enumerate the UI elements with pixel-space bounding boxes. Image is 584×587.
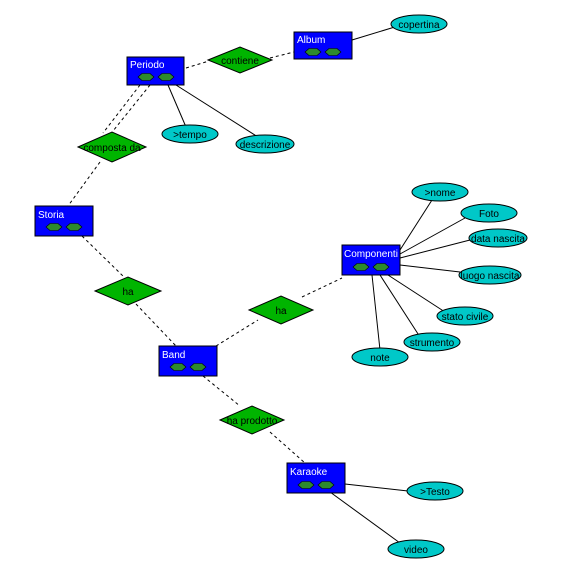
link-band-haprodotto [202,375,241,407]
attribute-tempo-label: >tempo [173,130,207,141]
entity-periodo-label: Periodo [130,60,165,71]
entity-album-label: Album [297,35,325,46]
relationship-composta-da[interactable]: composta da [76,131,148,163]
attribute-video[interactable]: video [387,539,445,559]
link-componenti-nome [399,199,433,251]
attribute-data-nascita[interactable]: data nascita [468,228,528,248]
link-ha2-componenti [301,277,343,298]
entity-album[interactable]: Album [293,31,353,60]
relationship-contiene[interactable]: contiene [206,46,274,74]
key-icon [317,481,335,489]
link-album-copertina [351,25,399,41]
link-periodo-contiene [185,60,210,69]
link-componenti-datanascita [399,239,471,259]
link-storia-ha [81,235,126,279]
attribute-luogo-nascita[interactable]: luogo nascita [458,265,522,285]
key-icon [304,48,322,56]
attribute-video-label: video [404,545,428,556]
relationship-ha-prodotto-label: ha prodotto [227,416,278,427]
entity-componenti[interactable]: Componenti [341,244,401,276]
key-icon [45,223,63,231]
attribute-foto[interactable]: Foto [460,203,518,223]
attribute-luogo-nascita-label: luogo nascita [461,271,520,282]
entity-periodo[interactable]: Periodo [126,56,185,86]
attribute-strumento-label: strumento [410,338,455,349]
attribute-descrizione-label: descrizione [240,140,291,151]
relationship-ha-componenti-label: ha [275,306,287,317]
entity-karaoke[interactable]: Karaoke [286,462,346,494]
attribute-note-label: note [370,353,390,364]
link-periodo-composta [112,84,151,132]
link-periodo-tempo [167,84,187,128]
attribute-note[interactable]: note [351,347,409,367]
attribute-foto-label: Foto [479,209,499,220]
attribute-descrizione[interactable]: descrizione [235,134,295,154]
relationship-ha-storia[interactable]: ha [93,276,163,306]
attribute-tempo[interactable]: >tempo [161,124,219,144]
key-icon [324,48,342,56]
key-icon [157,73,175,81]
relationship-composta-da-label: composta da [83,143,141,154]
link-componenti-statocivile [387,274,446,313]
link-ha-band [135,303,177,347]
link-componenti-foto [399,217,466,255]
link-composta-storia [67,161,101,207]
link-componenti-strumento [379,274,421,338]
key-icon [189,363,207,371]
entity-componenti-label: Componenti [344,249,398,260]
attribute-stato-civile[interactable]: stato civile [436,306,494,326]
key-icon [352,263,370,271]
attribute-nome[interactable]: >nome [411,182,469,202]
link-contiene-album [269,51,295,59]
link-band-ha2 [215,319,259,347]
key-icon [297,481,315,489]
entity-karaoke-label: Karaoke [290,467,328,478]
entity-band[interactable]: Band [158,345,218,377]
link-karaoke-testo [344,483,409,492]
attribute-copertina[interactable]: copertina [390,14,448,34]
relationship-ha-storia-label: ha [122,287,134,298]
attribute-nome-label: >nome [425,188,456,199]
link-haprodotto-karaoke [269,431,306,464]
connection-lines [67,25,471,544]
attribute-strumento[interactable]: strumento [403,332,461,352]
entity-storia[interactable]: Storia [34,205,94,237]
link-periodo-descrizione [175,84,259,138]
attribute-testo-label: >Testo [420,487,450,498]
link-karaoke-video [329,491,401,544]
relationship-contiene-label: contiene [221,56,259,67]
attribute-stato-civile-label: stato civile [442,312,489,323]
attribute-testo[interactable]: >Testo [406,481,464,501]
key-icon [169,363,187,371]
key-icon [137,73,155,81]
entity-band-label: Band [162,350,185,361]
link-componenti-note [371,274,381,351]
attribute-copertina-label: copertina [398,20,440,31]
entity-storia-label: Storia [38,210,65,221]
link-componenti-luogonascita [399,264,461,273]
key-icon [372,263,390,271]
key-icon [65,223,83,231]
relationship-ha-componenti[interactable]: ha [247,295,315,325]
attribute-data-nascita-label: data nascita [471,234,525,245]
relationship-ha-prodotto[interactable]: ha prodotto [218,405,286,435]
link-periodo-composta-2 [102,84,141,134]
